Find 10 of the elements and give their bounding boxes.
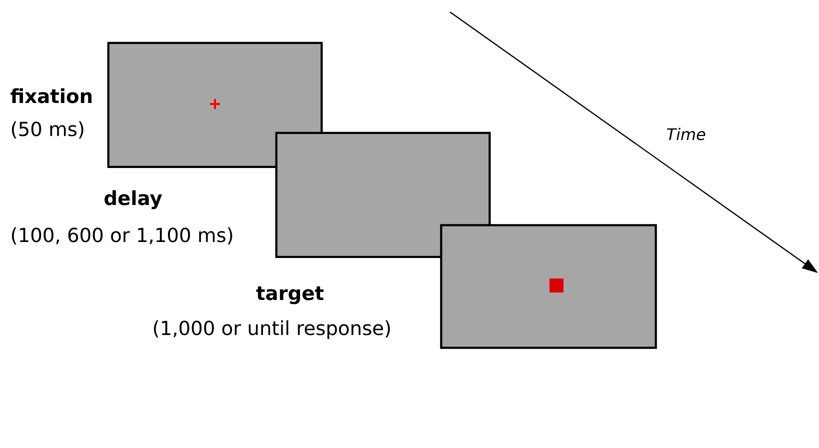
phase-label: (100, 600 or 1,100 ms) — [12, 227, 232, 245]
phase-label: delay — [104, 190, 162, 210]
axis-label: Time — [666, 128, 706, 140]
phase-label: fixation — [10, 88, 92, 104]
phase-label: (50 ms) — [12, 121, 84, 139]
phase-label: (1,000 or until response) — [154, 320, 390, 339]
phase-label: target — [256, 286, 324, 304]
stimulus-screen — [275, 132, 491, 258]
stimulus-screen — [107, 42, 323, 168]
stimulus-screen — [440, 224, 657, 349]
